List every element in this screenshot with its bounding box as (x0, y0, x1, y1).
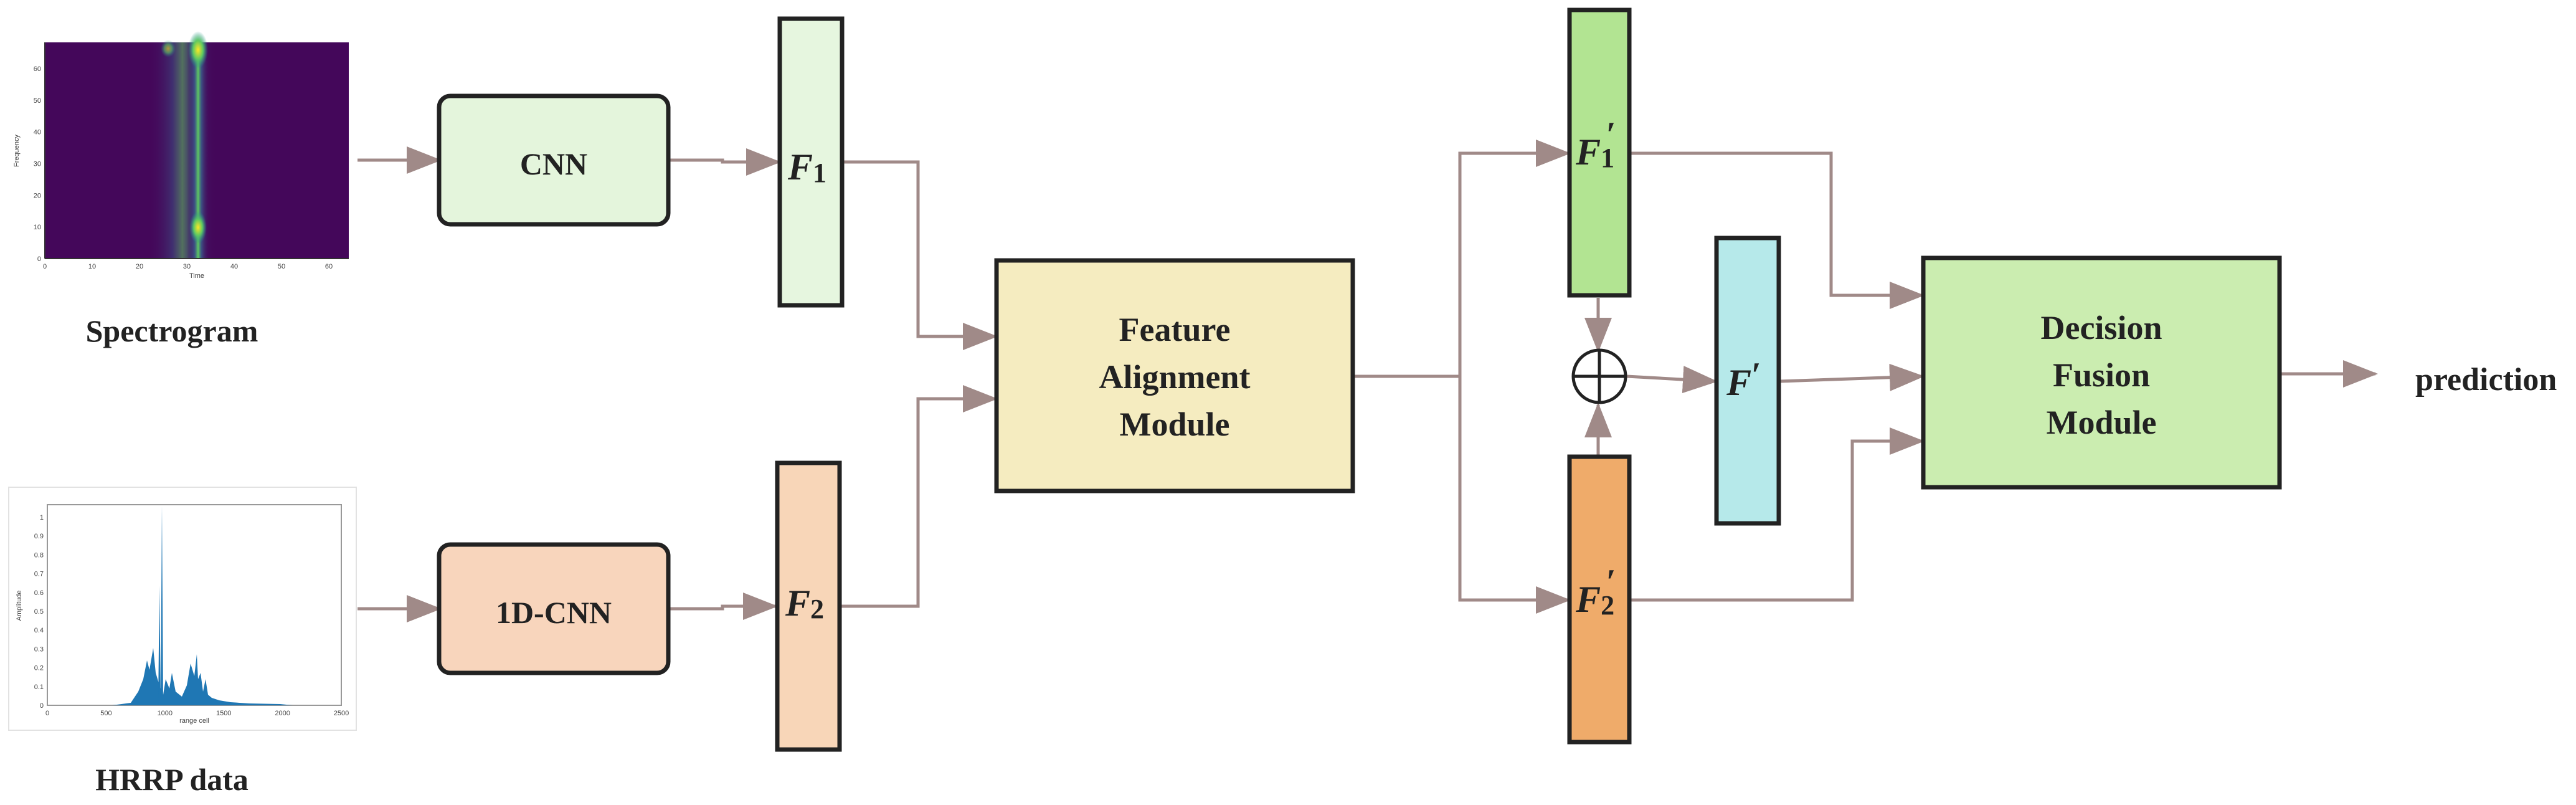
spectrogram-x-label: Time (189, 272, 204, 280)
alignment-box (994, 258, 1355, 493)
spectrogram-y-tick: 0 (37, 255, 41, 263)
hrrp-peak (158, 506, 163, 705)
fusion-line-3: Module (2046, 404, 2156, 441)
arrow-f-prime-to-fusion (1778, 363, 1925, 391)
spectrogram-caption: Spectrogram (86, 313, 258, 348)
f2-label: F2 (785, 583, 824, 624)
spectrogram-x-ticks: 0 10 20 30 40 50 60 (43, 263, 333, 270)
fusion-line-2: Fusion (2053, 356, 2150, 394)
hrrp-x-tick: 0 (45, 710, 49, 717)
hrrp-y-tick: 1 (40, 514, 44, 522)
spectrogram-y-tick: 20 (34, 192, 41, 199)
f1-prime-box (1567, 7, 1632, 298)
hrrp-y-tick: 0.5 (34, 608, 44, 616)
decision-fusion-module: Decision Fusion Module (1921, 255, 2282, 490)
feature-f-prime: F′ (1714, 236, 1781, 526)
prediction-label: prediction (2415, 362, 2557, 398)
hrrp-y-tick: 0.7 (34, 571, 44, 578)
spectrogram-x-tick: 40 (230, 263, 238, 270)
arrow-1dcnn-to-f2 (668, 593, 778, 620)
spectrogram-y-tick: 50 (34, 97, 41, 105)
hrrp-y-tick: 0 (40, 702, 44, 710)
elementwise-sum (1571, 348, 1627, 404)
arrow-f2-to-alignment (840, 385, 998, 608)
spectrogram-hotspot-top (188, 31, 208, 69)
feature-alignment-module: Feature Alignment Module (994, 258, 1355, 493)
hrrp-caption: HRRP data (95, 762, 249, 797)
f1-prime-label: F1′ (1575, 115, 1616, 173)
spectrogram-y-tick: 10 (34, 224, 41, 231)
hrrp-y-tick: 0.8 (34, 551, 44, 559)
hrrp-x-tick: 500 (100, 710, 111, 717)
spectrogram-x-tick: 20 (136, 263, 143, 270)
spectrogram-x-tick: 0 (43, 263, 47, 270)
f1-label: F1 (787, 146, 826, 188)
cnn-block: CNN (437, 93, 671, 227)
hrrp-y-ticks: 0 0.1 0.2 0.3 0.4 0.5 0.6 0.7 0.8 0.9 1 (34, 514, 44, 710)
f-prime-box (1714, 236, 1781, 526)
arrow-f1-prime-to-fusion (1629, 151, 1925, 309)
hrrp-y-tick: 0.2 (34, 665, 44, 672)
feature-f1: F1 (777, 16, 845, 308)
arrow-alignment-to-f2-prime (1458, 376, 1571, 614)
spectrogram-x-tick: 30 (183, 263, 191, 270)
1dcnn-label: 1D-CNN (496, 595, 612, 630)
cnn-box (437, 93, 671, 227)
fusion-box (1921, 255, 2282, 490)
f2-box (775, 460, 842, 752)
hrrp-y-tick: 0.3 (34, 645, 44, 653)
spectrogram-y-tick: 30 (34, 161, 41, 168)
alignment-line-2: Alignment (1099, 358, 1251, 396)
hrrp-x-tick: 1000 (158, 710, 173, 717)
spectrogram-hotspot-left (161, 40, 176, 57)
hrrp-x-tick: 1500 (216, 710, 231, 717)
spectrogram-x-tick: 60 (325, 263, 333, 270)
1dcnn-box (437, 542, 671, 675)
hrrp-y-tick: 0.6 (34, 589, 44, 597)
1dcnn-block: 1D-CNN (437, 542, 671, 675)
fusion-line-1: Decision (2041, 309, 2162, 346)
cnn-label: CNN (520, 146, 587, 181)
spectrogram-y-label: Frequency (13, 135, 21, 167)
spectrogram-x-tick: 50 (278, 263, 285, 270)
hrrp-y-label: Amplitude (16, 591, 23, 621)
arrow-alignment-to-f1-prime (1458, 140, 1571, 376)
hrrp-y-tick: 0.4 (34, 627, 44, 634)
alignment-line-3: Module (1119, 406, 1229, 443)
hrrp-signal-fill (112, 648, 293, 705)
spectrogram-y-tick: 60 (34, 65, 41, 73)
arrow-f1-to-alignment (842, 160, 998, 350)
alignment-line-1: Feature (1119, 311, 1231, 348)
feature-f1-prime: F1′ (1567, 7, 1632, 298)
f2-prime-box (1567, 454, 1632, 745)
hrrp-axes-box (47, 504, 342, 706)
f1-box (777, 16, 845, 308)
feature-f2: F2 (775, 460, 842, 752)
spectrogram-hotspot-bottom (189, 211, 207, 244)
f2-prime-label: F2′ (1575, 563, 1616, 621)
feature-f2-prime: F2′ (1567, 454, 1632, 745)
hrrp-x-label: range cell (179, 717, 209, 725)
arrow-plus-to-f-prime (1626, 366, 1718, 394)
hrrp-x-tick: 2500 (334, 710, 349, 717)
arrow-f2-prime-to-fusion (1629, 427, 1925, 602)
hrrp-x-tick: 2000 (275, 710, 290, 717)
hrrp-y-tick: 0.9 (34, 533, 44, 540)
spectrogram-x-tick: 10 (88, 263, 96, 270)
connectors (358, 140, 2378, 622)
spectrogram-plot: 0 10 20 30 40 50 60 0 10 20 30 40 50 60 Time Frequen… (13, 31, 349, 280)
spectrogram-y-ticks: 0 10 20 30 40 50 60 (34, 65, 41, 263)
f-prime-label: F′ (1726, 356, 1761, 403)
hrrp-plot: 0 500 1000 1500 2000 2500 0 0.1 0.2 0.3 0.4 0.5 0.6… (8, 487, 357, 731)
spectrogram-y-tick: 40 (34, 129, 41, 136)
arrow-cnn-to-f1 (668, 148, 781, 176)
hrrp-x-ticks: 0 500 1000 1500 2000 2500 (45, 710, 349, 717)
hrrp-y-tick: 0.1 (34, 684, 44, 691)
